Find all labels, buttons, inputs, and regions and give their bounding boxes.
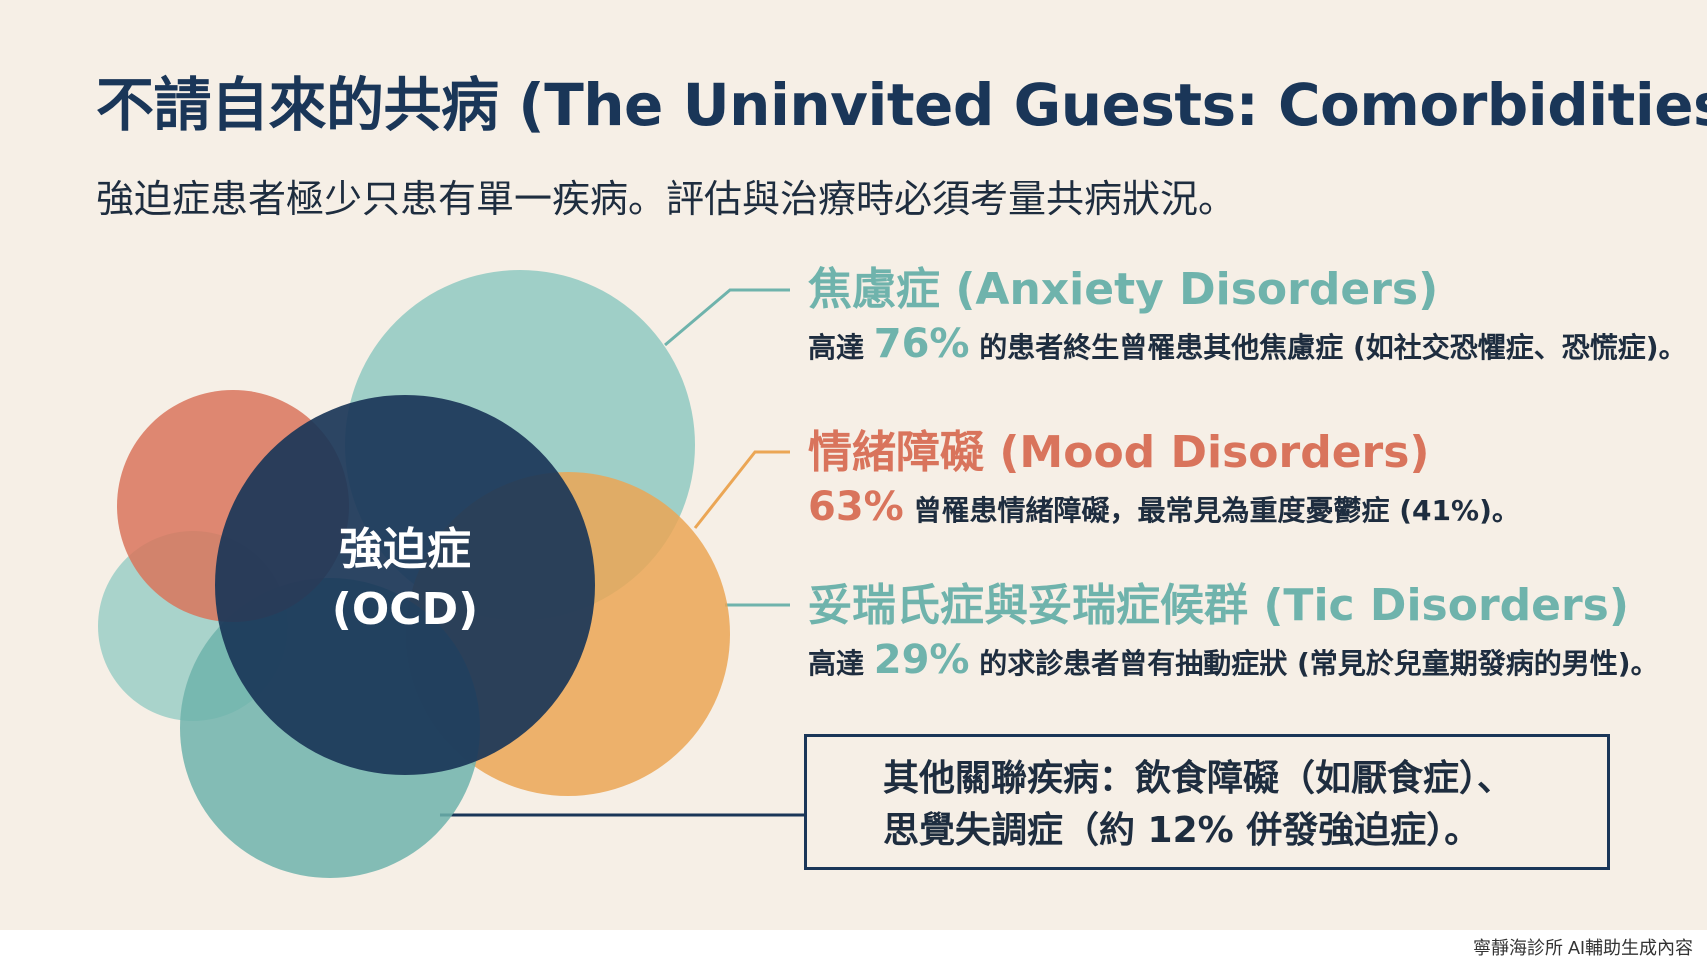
mood-suffix: 曾罹患情緒障礙，最常見為重度憂鬱症 (41%)。: [903, 494, 1520, 527]
mood-description: 63% 曾罹患情緒障礙，最常見為重度憂鬱症 (41%)。: [808, 485, 1520, 533]
mood-connector: [693, 450, 790, 529]
ocd-label: 強迫症 (OCD): [250, 520, 560, 640]
tic-item: 妥瑞氏症與妥瑞症候群 (Tic Disorders) 高達 29% 的求診患者曾…: [808, 578, 1659, 686]
slide: 不請自來的共病 (The Uninvited Guests: Comorbidi…: [0, 0, 1707, 930]
comorbidity-venn-diagram: [98, 270, 804, 878]
other-line-1: 其他關聯疾病：飲食障礙（如厭食症）、: [883, 758, 1514, 799]
anxiety-suffix: 的患者終生曾罹患其他焦慮症 (如社交恐懼症、恐慌症)。: [969, 331, 1687, 364]
footer-credit: 寧靜海診所 AI輔助生成內容: [1472, 938, 1693, 958]
ocd-label-zh: 強迫症: [339, 524, 471, 575]
mood-stat: 63%: [808, 484, 904, 530]
mood-item: 情緒障礙 (Mood Disorders) 63% 曾罹患情緒障礙，最常見為重度…: [808, 425, 1520, 533]
other-line-2: 思覺失調症（約 12% 併發強迫症）。: [883, 810, 1481, 851]
anxiety-stat: 76%: [873, 321, 970, 367]
tic-description: 高達 29% 的求診患者曾有抽動症狀 (常見於兒童期發病的男性)。: [808, 638, 1659, 686]
ocd-label-en: (OCD): [331, 584, 479, 635]
tic-prefix: 高達: [808, 647, 874, 680]
ocd-circle: [215, 395, 595, 775]
anxiety-heading: 焦慮症 (Anxiety Disorders): [808, 264, 1439, 315]
mood-heading: 情緒障礙 (Mood Disorders): [808, 427, 1430, 478]
page-subtitle: 強迫症患者極少只患有單一疾病。評估與治療時必須考量共病狀況。: [96, 177, 1237, 221]
tic-heading: 妥瑞氏症與妥瑞症候群 (Tic Disorders): [808, 580, 1629, 631]
anxiety-description: 高達 76% 的患者終生曾罹患其他焦慮症 (如社交恐懼症、恐慌症)。: [808, 322, 1687, 370]
other-comorbidities-box: 其他關聯疾病：飲食障礙（如厭食症）、 思覺失調症（約 12% 併發強迫症）。: [804, 734, 1610, 870]
anxiety-item: 焦慮症 (Anxiety Disorders) 高達 76% 的患者終生曾罹患其…: [808, 262, 1687, 370]
anxiety-connector: [664, 288, 790, 347]
tic-suffix: 的求診患者曾有抽動症狀 (常見於兒童期發病的男性)。: [969, 647, 1659, 680]
anxiety-prefix: 高達: [808, 331, 874, 364]
page-title: 不請自來的共病 (The Uninvited Guests: Comorbidi…: [96, 71, 1707, 139]
tic-stat: 29%: [873, 637, 970, 683]
